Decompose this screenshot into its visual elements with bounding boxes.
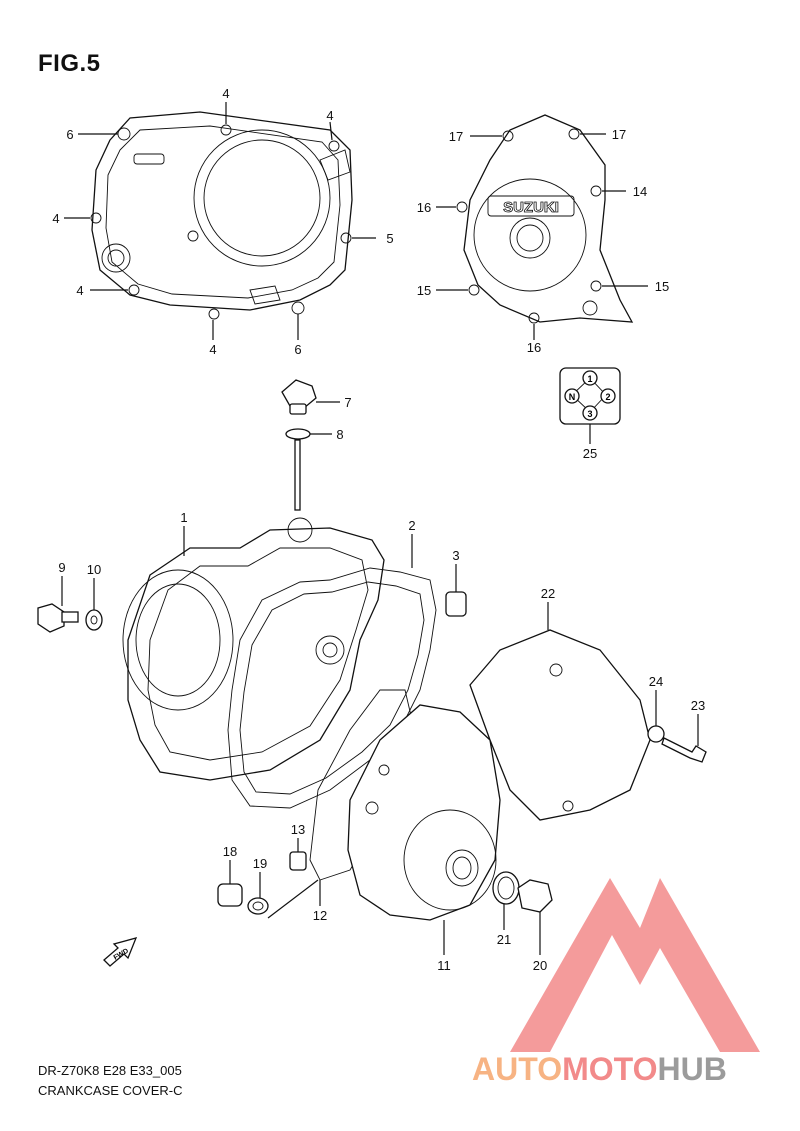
callout-4d: 4 <box>76 283 83 298</box>
clutch-cover-gasket-inner <box>239 581 425 795</box>
watermark-text-moto: MOTO <box>562 1051 657 1087</box>
sprocket-cover <box>469 629 707 821</box>
callout-8: 8 <box>336 427 343 442</box>
callout-16b: 16 <box>527 340 541 355</box>
watermark-triangle-icon <box>510 878 760 1052</box>
callout-7: 7 <box>344 395 351 410</box>
clutch-cover-main <box>122 517 385 781</box>
clutch-cover-outer <box>90 111 353 320</box>
timing-plug <box>217 883 269 915</box>
callout-9: 9 <box>58 560 65 575</box>
callout-24: 24 <box>649 674 663 689</box>
indicator-pos-3: 3 <box>587 409 592 419</box>
callout-4a: 4 <box>222 86 229 101</box>
oil-filler-cap <box>281 379 317 511</box>
indicator-pos-2: 2 <box>605 392 610 402</box>
callout-21: 21 <box>497 932 511 947</box>
generator-plug <box>492 871 553 913</box>
callout-16a: 16 <box>417 200 431 215</box>
callout-4b: 4 <box>326 108 333 123</box>
clutch-cover-gasket <box>227 567 437 809</box>
figure-title: FIG.5 <box>38 50 101 77</box>
brand-mark-text: SUZUKI <box>503 199 559 216</box>
dowel-pin <box>445 591 467 617</box>
callout-2: 2 <box>408 518 415 533</box>
dowel-pin-2 <box>289 851 307 871</box>
model-code: DR-Z70K8 E28 E33_005 <box>38 1063 182 1078</box>
callout-4e: 4 <box>209 342 216 357</box>
callout-11: 11 <box>437 958 451 973</box>
callout-5: 5 <box>386 231 393 246</box>
callout-15a: 15 <box>417 283 431 298</box>
leader-lines <box>61 102 699 955</box>
callout-25: 25 <box>583 446 597 461</box>
watermark-text-auto: AUTO <box>472 1051 562 1087</box>
callout-23: 23 <box>691 698 705 713</box>
callout-3: 3 <box>452 548 459 563</box>
svg-text:AUTOMOTOHUB: AUTOMOTOHUB <box>472 1051 727 1087</box>
callout-14: 14 <box>633 184 647 199</box>
callout-22: 22 <box>541 586 555 601</box>
callout-17a: 17 <box>449 129 463 144</box>
callout-13: 13 <box>291 822 305 837</box>
gear-position-indicator: 1 N 2 3 <box>559 367 621 425</box>
callout-15b: 15 <box>655 279 669 294</box>
callout-6a: 6 <box>66 127 73 142</box>
callout-6b: 6 <box>294 342 301 357</box>
watermark-text-hub: HUB <box>657 1051 726 1087</box>
callout-10: 10 <box>87 562 101 577</box>
callout-labels: 4 4 6 4 5 4 4 6 17 17 16 14 15 15 16 25 … <box>52 86 705 973</box>
callout-20: 20 <box>533 958 547 973</box>
callout-12: 12 <box>313 908 327 923</box>
callout-18: 18 <box>223 844 237 859</box>
forward-arrow-icon: FWD <box>103 937 138 967</box>
indicator-pos-n: N <box>569 392 576 402</box>
watermark-logo: AUTOMOTOHUB <box>472 878 760 1087</box>
callout-19: 19 <box>253 856 267 871</box>
drain-bolt <box>37 603 103 633</box>
magneto-cover-main <box>309 689 501 921</box>
section-name: CRANKCASE COVER-C <box>38 1083 183 1098</box>
callout-4c: 4 <box>52 211 59 226</box>
indicator-pos-1: 1 <box>587 374 592 384</box>
callout-17b: 17 <box>612 127 626 142</box>
magneto-cover-outer: SUZUKI <box>456 114 634 324</box>
callout-1: 1 <box>180 510 187 525</box>
